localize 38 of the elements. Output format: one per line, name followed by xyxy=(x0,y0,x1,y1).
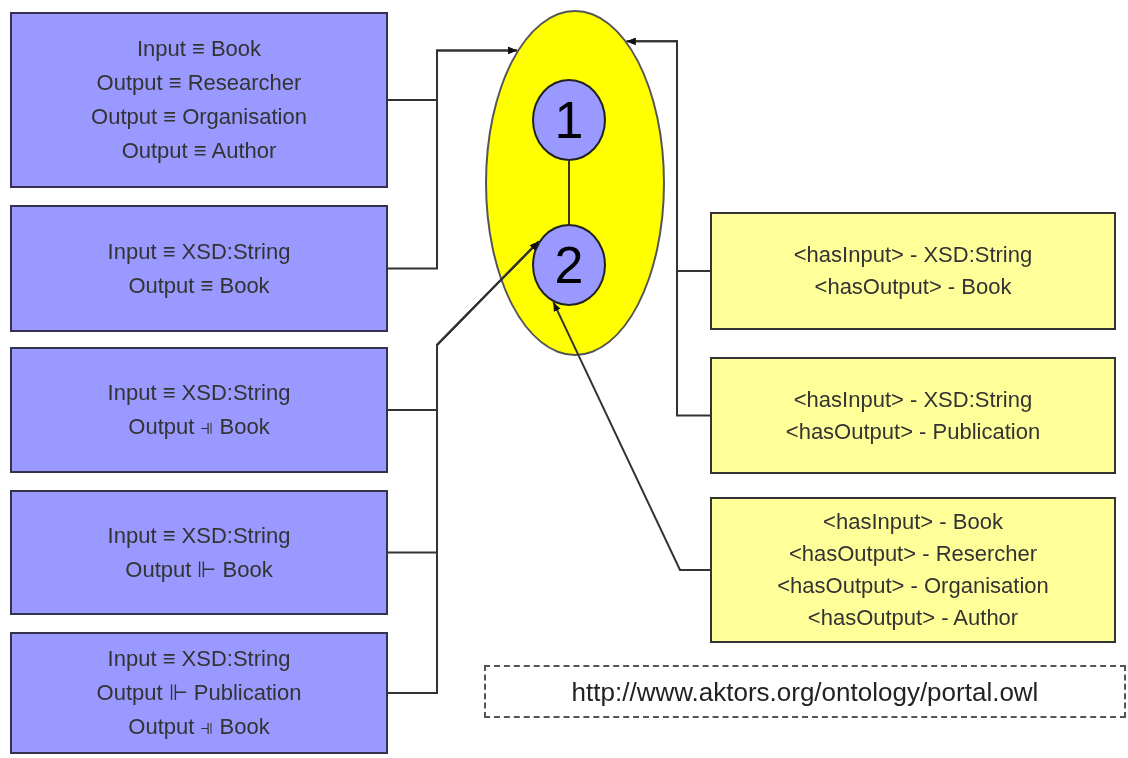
node-text: Output ⫣ Book xyxy=(128,713,270,741)
node-text: Input ≡ XSD:String xyxy=(107,521,291,550)
node-text: Output ≡ Researcher xyxy=(96,69,302,97)
node-text: Output ≡ Book xyxy=(128,271,270,300)
node-text: <hasOutput> - Resercher xyxy=(788,540,1038,568)
node-text: Input ≡ Book xyxy=(136,35,262,63)
input-output-box xyxy=(10,12,388,188)
node-text: Output ⊩ Publication xyxy=(96,679,302,707)
input-output-box xyxy=(10,490,388,615)
node-text: Input ≡ XSD:String xyxy=(107,237,291,266)
node-text: Input ≡ XSD:String xyxy=(107,645,291,673)
node-number: 1 xyxy=(554,94,584,146)
node-text: <hasOutput> - Organisation xyxy=(777,572,1049,600)
arrow xyxy=(387,46,519,270)
url-box xyxy=(484,665,1126,718)
node-text: Output ≡ Author xyxy=(121,137,277,165)
input-output-box xyxy=(10,347,388,473)
property-box xyxy=(710,497,1116,643)
arrow xyxy=(552,301,711,571)
node-text: Output ⊩ Book xyxy=(125,555,273,584)
input-output-box xyxy=(10,632,388,754)
url-text: http://www.aktors.org/ontology/portal.owl xyxy=(571,675,1039,709)
arrow xyxy=(625,37,711,417)
property-box xyxy=(710,357,1116,474)
arrow xyxy=(387,240,540,694)
connector-line xyxy=(568,160,570,225)
node-number: 2 xyxy=(554,239,584,291)
node-text: Output ⫣ Book xyxy=(128,413,270,441)
node-text: <hasInput> - XSD:String xyxy=(793,385,1033,414)
node-text: <hasOutput> - Book xyxy=(814,273,1012,301)
node-text: <hasInput> - Book xyxy=(823,508,1003,536)
node-text: <hasOutput> - Author xyxy=(807,604,1019,632)
input-output-box xyxy=(10,205,388,332)
property-box xyxy=(710,212,1116,330)
node-text: Input ≡ XSD:String xyxy=(107,379,291,407)
node-text: <hasOutput> - Publication xyxy=(785,417,1041,446)
node-text: <hasInput> - XSD:String xyxy=(793,241,1033,269)
node-text: Output ≡ Organisation xyxy=(91,103,307,131)
